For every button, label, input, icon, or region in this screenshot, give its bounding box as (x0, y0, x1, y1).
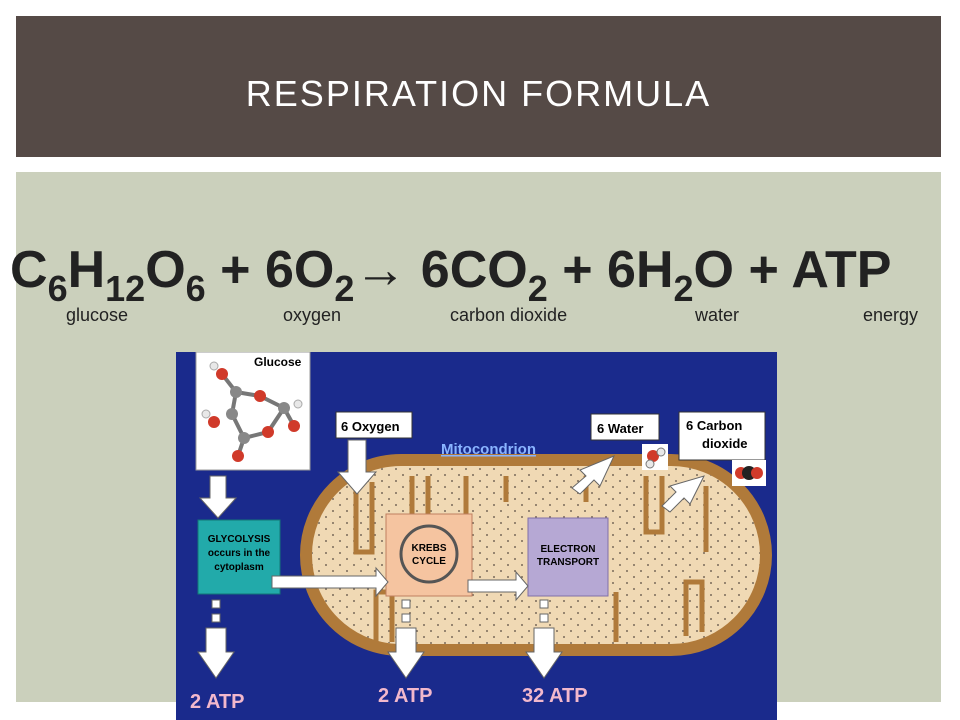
atp-formula: ATP (791, 241, 892, 299)
plus-sign: + (205, 241, 265, 299)
electron-line2: TRANSPORT (537, 557, 599, 568)
glycolysis-atp-arrow (197, 599, 235, 679)
label-water: water (695, 305, 740, 325)
krebs-cycle-ring (399, 524, 459, 584)
mitochondrion-label: Mitocondrion (441, 441, 536, 458)
co2-label-line2: dioxide (702, 436, 748, 451)
svg-text:Glucose: Glucose (254, 355, 302, 369)
plus-sign: + (734, 241, 792, 299)
co2-label-line1: 6 Carbon (686, 418, 742, 433)
cellular-respiration-diagram: Glucose Mitocondrion 6 Oxygen 6 Water 6 … (176, 352, 777, 720)
oxygen-label-box (335, 411, 413, 439)
co2-arrow (661, 475, 705, 513)
title-bar: RESPIRATION FORMULA (16, 16, 941, 157)
label-oxygen: oxygen (283, 305, 342, 325)
reaction-arrow: → (354, 241, 407, 299)
atp-electron-label: 32 ATP (522, 685, 588, 707)
label-energy: energy (863, 305, 919, 325)
glucose-arrow (198, 475, 238, 519)
slide-title: RESPIRATION FORMULA (245, 72, 712, 114)
water-label-box (590, 413, 660, 441)
co2-formula: 6CO2 (406, 241, 548, 309)
krebs-to-electron-arrow (467, 570, 529, 602)
atp-glycolysis-label: 2 ATP (190, 691, 244, 713)
glycolysis-line2: occurs in the (208, 548, 271, 559)
label-carbon-dioxide: carbon dioxide (450, 305, 568, 325)
oxygen-arrow (336, 439, 378, 495)
electron-line1: ELECTRON (541, 544, 596, 555)
glycolysis-box (197, 519, 281, 595)
krebs-line1: KREBS (411, 543, 446, 554)
atp-krebs-label: 2 ATP (378, 685, 432, 707)
oxygen-formula: 6O2 (264, 241, 355, 309)
glucose-molecule-image: Glucose (195, 352, 311, 471)
electron-atp-arrow (525, 599, 563, 679)
plus-sign: + (547, 241, 608, 299)
water-label: 6 Water (597, 421, 643, 436)
glycolysis-to-krebs-arrow (271, 566, 389, 598)
label-glucose: glucose (66, 305, 129, 325)
glycolysis-line1: GLYCOLYSIS (208, 534, 271, 545)
respiration-equation: C6H12O6 + 6O2→ 6CO2 + 6H2O + ATP (10, 240, 950, 309)
electron-transport-box (527, 517, 609, 597)
co2-label-box (678, 411, 766, 461)
krebs-atp-arrow (387, 599, 425, 679)
water-formula: 6H2O (607, 241, 734, 309)
krebs-line2: CYCLE (412, 556, 446, 567)
formula-labels: glucose oxygen carbon dioxide water ener… (0, 305, 960, 329)
glucose-formula: C6H12O6 (10, 241, 206, 309)
oxygen-label: 6 Oxygen (341, 419, 400, 434)
water-arrow (571, 455, 615, 495)
glycolysis-line3: cytoplasm (214, 562, 264, 573)
